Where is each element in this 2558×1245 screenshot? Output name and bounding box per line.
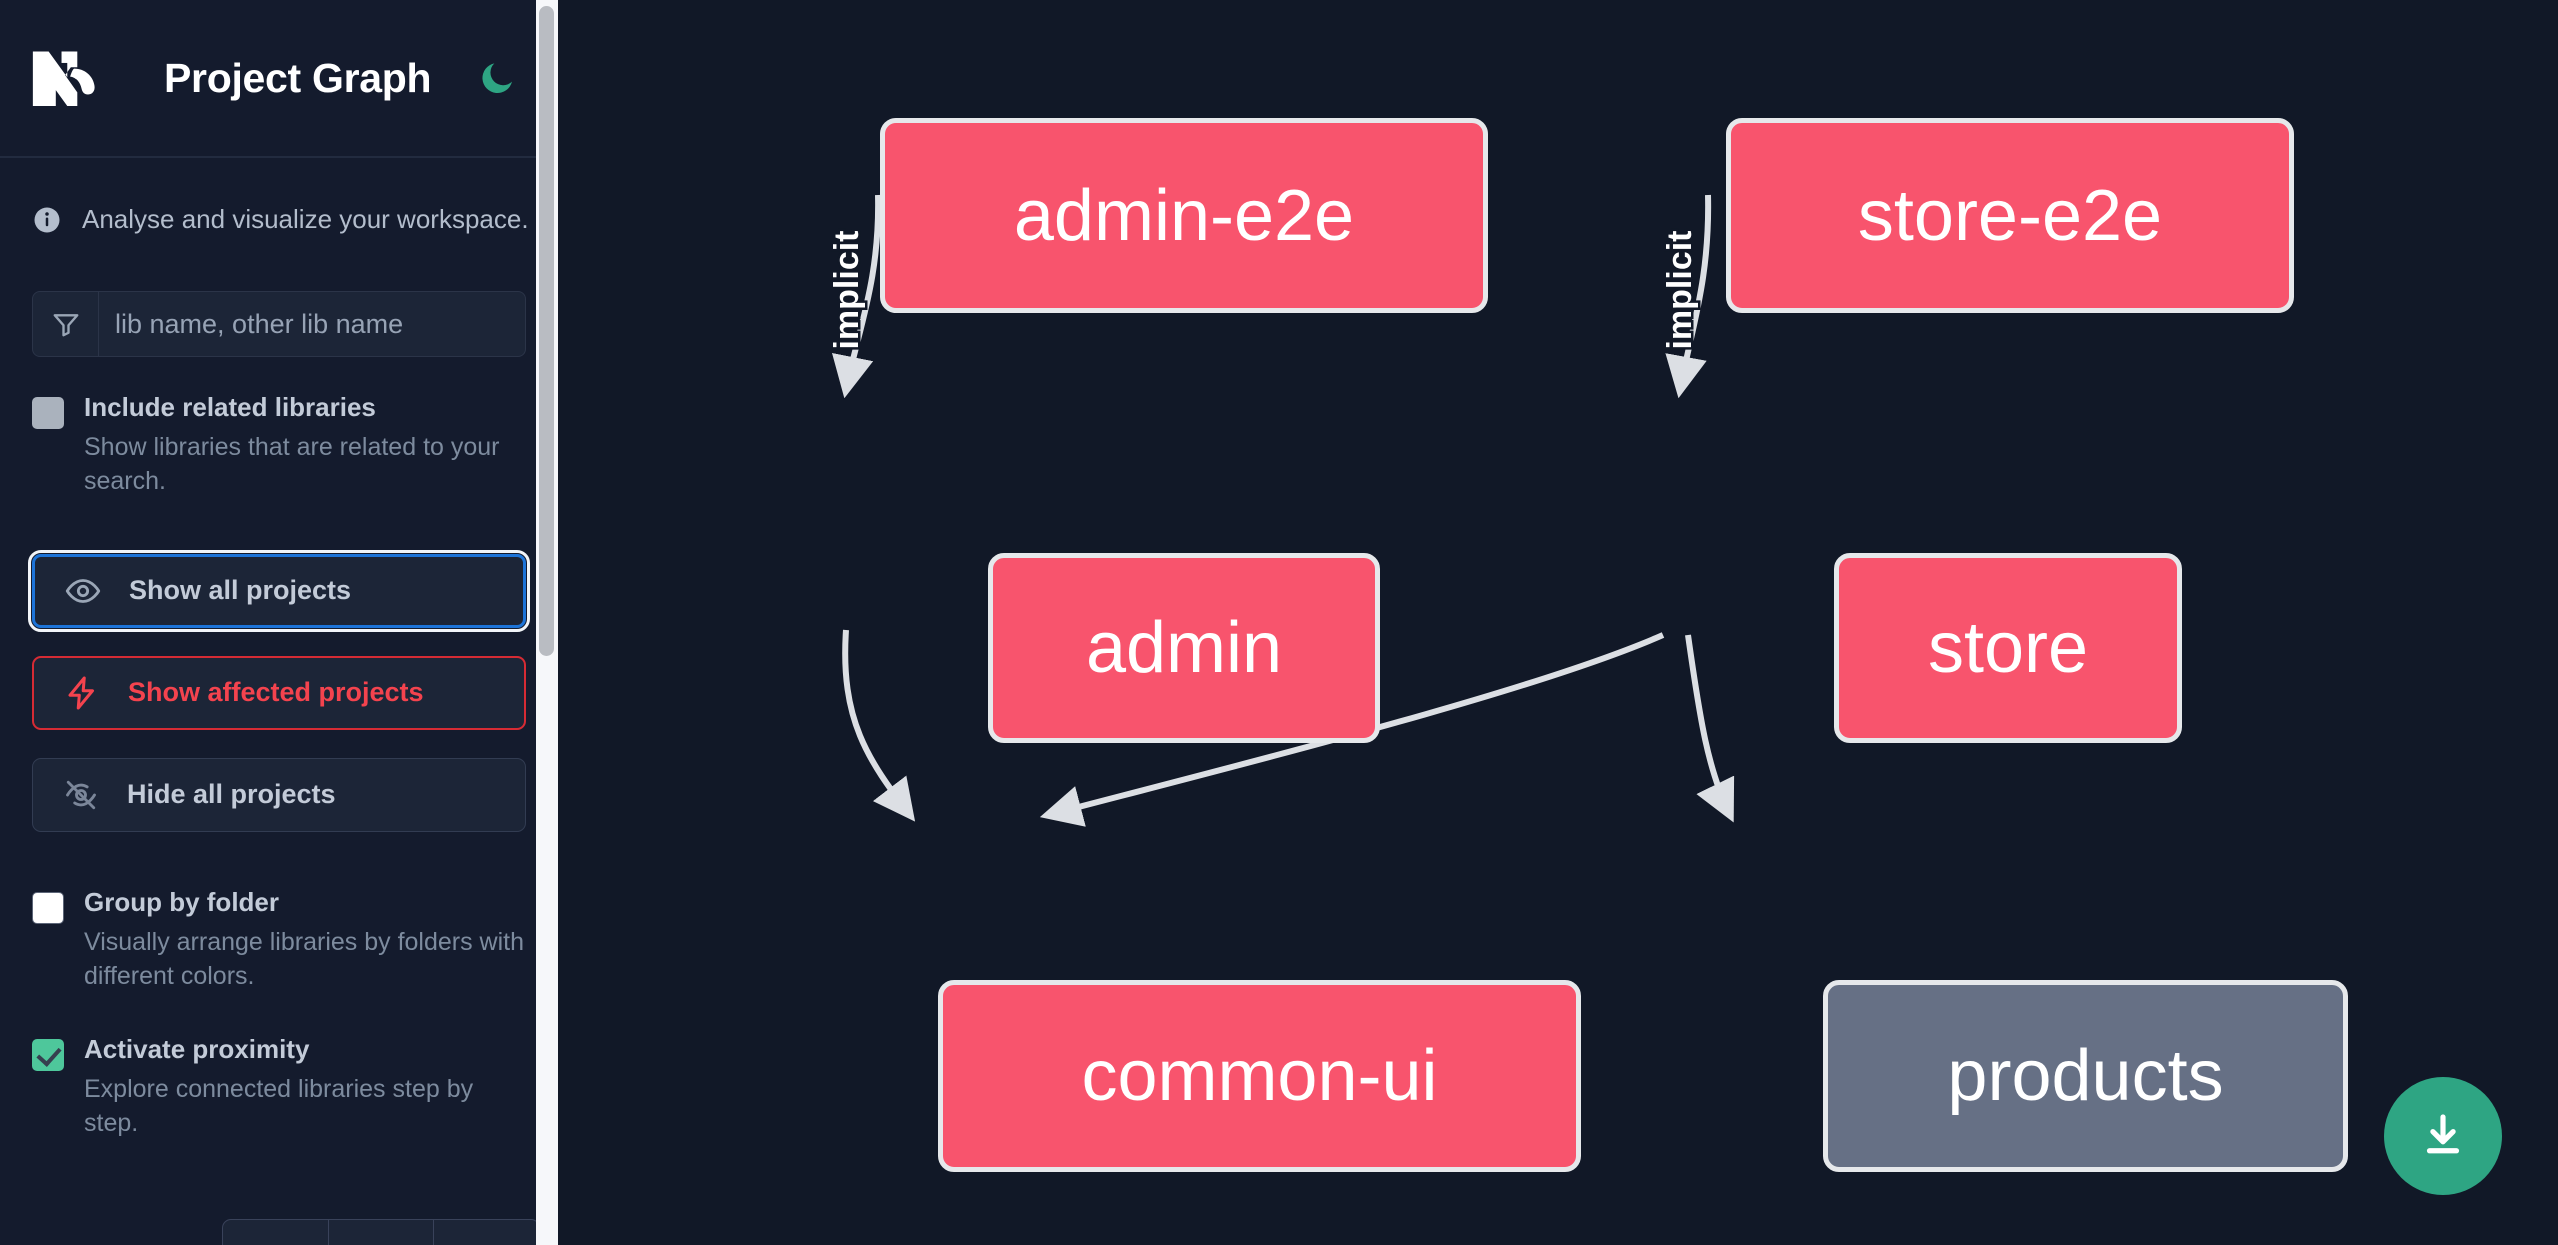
- option-label: Group by folder: [84, 886, 279, 917]
- lightning-bolt-icon: [62, 673, 102, 713]
- sidebar-body: Analyse and visualize your workspace. In…: [0, 158, 558, 1140]
- sidebar: Project Graph Analyse and visualize your…: [0, 0, 558, 1245]
- tagline-text: Analyse and visualize your workspace.: [82, 204, 529, 234]
- node-label: admin: [1085, 608, 1283, 688]
- sidebar-scrollbar[interactable]: [536, 0, 558, 1245]
- graph-node-store[interactable]: store: [1834, 553, 2182, 743]
- edge-label-implicit-store: implicit: [1661, 230, 1699, 349]
- sidebar-header: Project Graph: [0, 0, 558, 158]
- show-all-projects-button[interactable]: Show all projects: [28, 549, 530, 632]
- hide-all-projects-button[interactable]: Hide all projects: [32, 757, 526, 832]
- graph-edges-layer: implicit implicit: [826, 194, 1735, 827]
- info-icon: [32, 205, 62, 235]
- checkbox-include-related-libraries[interactable]: [32, 397, 64, 429]
- edge-admin-e2e-to-admin: [832, 194, 882, 399]
- action-button-group: Show all projects Show affected projects: [28, 549, 530, 832]
- graph-canvas[interactable]: implicit implicit admin-e2e store-e2e ad…: [558, 0, 2558, 1245]
- option-label: Include related libraries: [84, 392, 376, 422]
- show-affected-projects-button[interactable]: Show affected projects: [32, 655, 526, 730]
- edge-store-to-common-ui: [1039, 632, 1665, 827]
- graph-node-store-e2e[interactable]: store-e2e: [1726, 118, 2294, 313]
- eye-icon: [63, 571, 103, 611]
- proximity-step-segmented-control[interactable]: [222, 1219, 540, 1245]
- edge-label-group: implicit implicit: [826, 228, 1702, 352]
- nx-logo-icon: [30, 47, 116, 109]
- node-label: common-ui: [1081, 1036, 1438, 1116]
- search-input[interactable]: [99, 292, 525, 356]
- eye-off-icon: [61, 775, 101, 815]
- edge-store-e2e-to-store: [1665, 194, 1712, 399]
- option-label: Activate proximity: [84, 1033, 310, 1064]
- node-label: store: [1927, 608, 2089, 688]
- node-label: products: [1947, 1036, 2224, 1116]
- checkbox-group-by-folder[interactable]: [32, 891, 64, 924]
- download-graph-button[interactable]: [2384, 1077, 2502, 1195]
- graph-node-admin[interactable]: admin: [988, 553, 1380, 743]
- sidebar-scrollbar-thumb[interactable]: [539, 6, 554, 656]
- search-filter-row: [32, 291, 526, 357]
- option-description: Visually arrange libraries by folders wi…: [84, 927, 525, 990]
- option-activate-proximity[interactable]: Activate proximity Explore connected lib…: [32, 1033, 526, 1140]
- hide-all-projects-label: Hide all projects: [127, 779, 336, 810]
- download-icon: [2416, 1108, 2470, 1165]
- graph-node-common-ui[interactable]: common-ui: [938, 980, 1581, 1172]
- edge-admin-to-common-ui: [842, 629, 916, 822]
- segment-decrease[interactable]: [223, 1220, 329, 1245]
- node-label: store-e2e: [1857, 175, 2163, 256]
- edge-label-implicit-admin: implicit: [828, 230, 866, 349]
- tagline: Analyse and visualize your workspace.: [32, 158, 529, 245]
- graph-node-admin-e2e[interactable]: admin-e2e: [880, 118, 1488, 313]
- option-include-related-libraries[interactable]: Include related libraries Show libraries…: [32, 392, 526, 498]
- graph-node-products[interactable]: products: [1823, 980, 2348, 1172]
- option-description: Explore connected libraries step by step…: [84, 1074, 474, 1137]
- segment-value[interactable]: [329, 1220, 435, 1245]
- node-label: admin-e2e: [1013, 175, 1355, 256]
- filter-funnel-icon: [33, 292, 99, 356]
- show-affected-projects-label: Show affected projects: [128, 677, 424, 708]
- option-description: Show libraries that are related to your …: [84, 432, 500, 495]
- moon-icon[interactable]: [475, 56, 519, 100]
- edge-store-to-products: [1685, 634, 1735, 823]
- checkbox-activate-proximity[interactable]: [32, 1038, 64, 1071]
- option-group-by-folder[interactable]: Group by folder Visually arrange librari…: [32, 886, 526, 993]
- page-title: Project Graph: [164, 54, 432, 101]
- show-all-projects-label: Show all projects: [129, 575, 352, 606]
- segment-increase[interactable]: [434, 1220, 539, 1245]
